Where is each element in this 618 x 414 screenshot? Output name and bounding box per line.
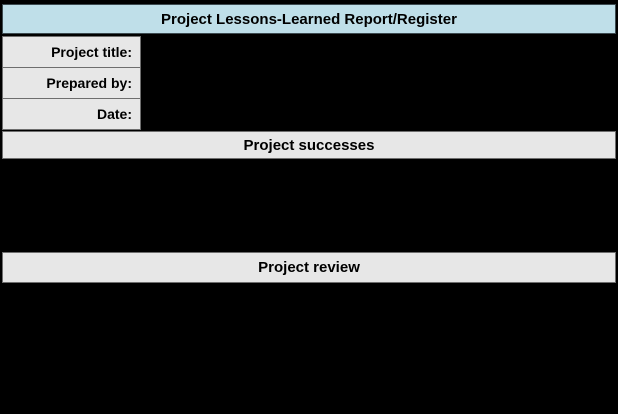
field-value-project-title[interactable] bbox=[141, 36, 616, 68]
field-label-project-title: Project title: bbox=[2, 36, 141, 68]
section-header-project-successes: Project successes bbox=[2, 131, 616, 159]
report-title-bar: Project Lessons-Learned Report/Register bbox=[2, 4, 616, 34]
project-successes-content-area[interactable] bbox=[2, 159, 616, 252]
field-value-date[interactable] bbox=[141, 98, 616, 130]
field-label-prepared-by: Prepared by: bbox=[2, 67, 141, 99]
field-value-prepared-by[interactable] bbox=[141, 67, 616, 99]
field-label-date: Date: bbox=[2, 98, 141, 130]
section-header-project-review: Project review bbox=[2, 252, 616, 283]
project-review-content-area[interactable] bbox=[2, 283, 616, 412]
